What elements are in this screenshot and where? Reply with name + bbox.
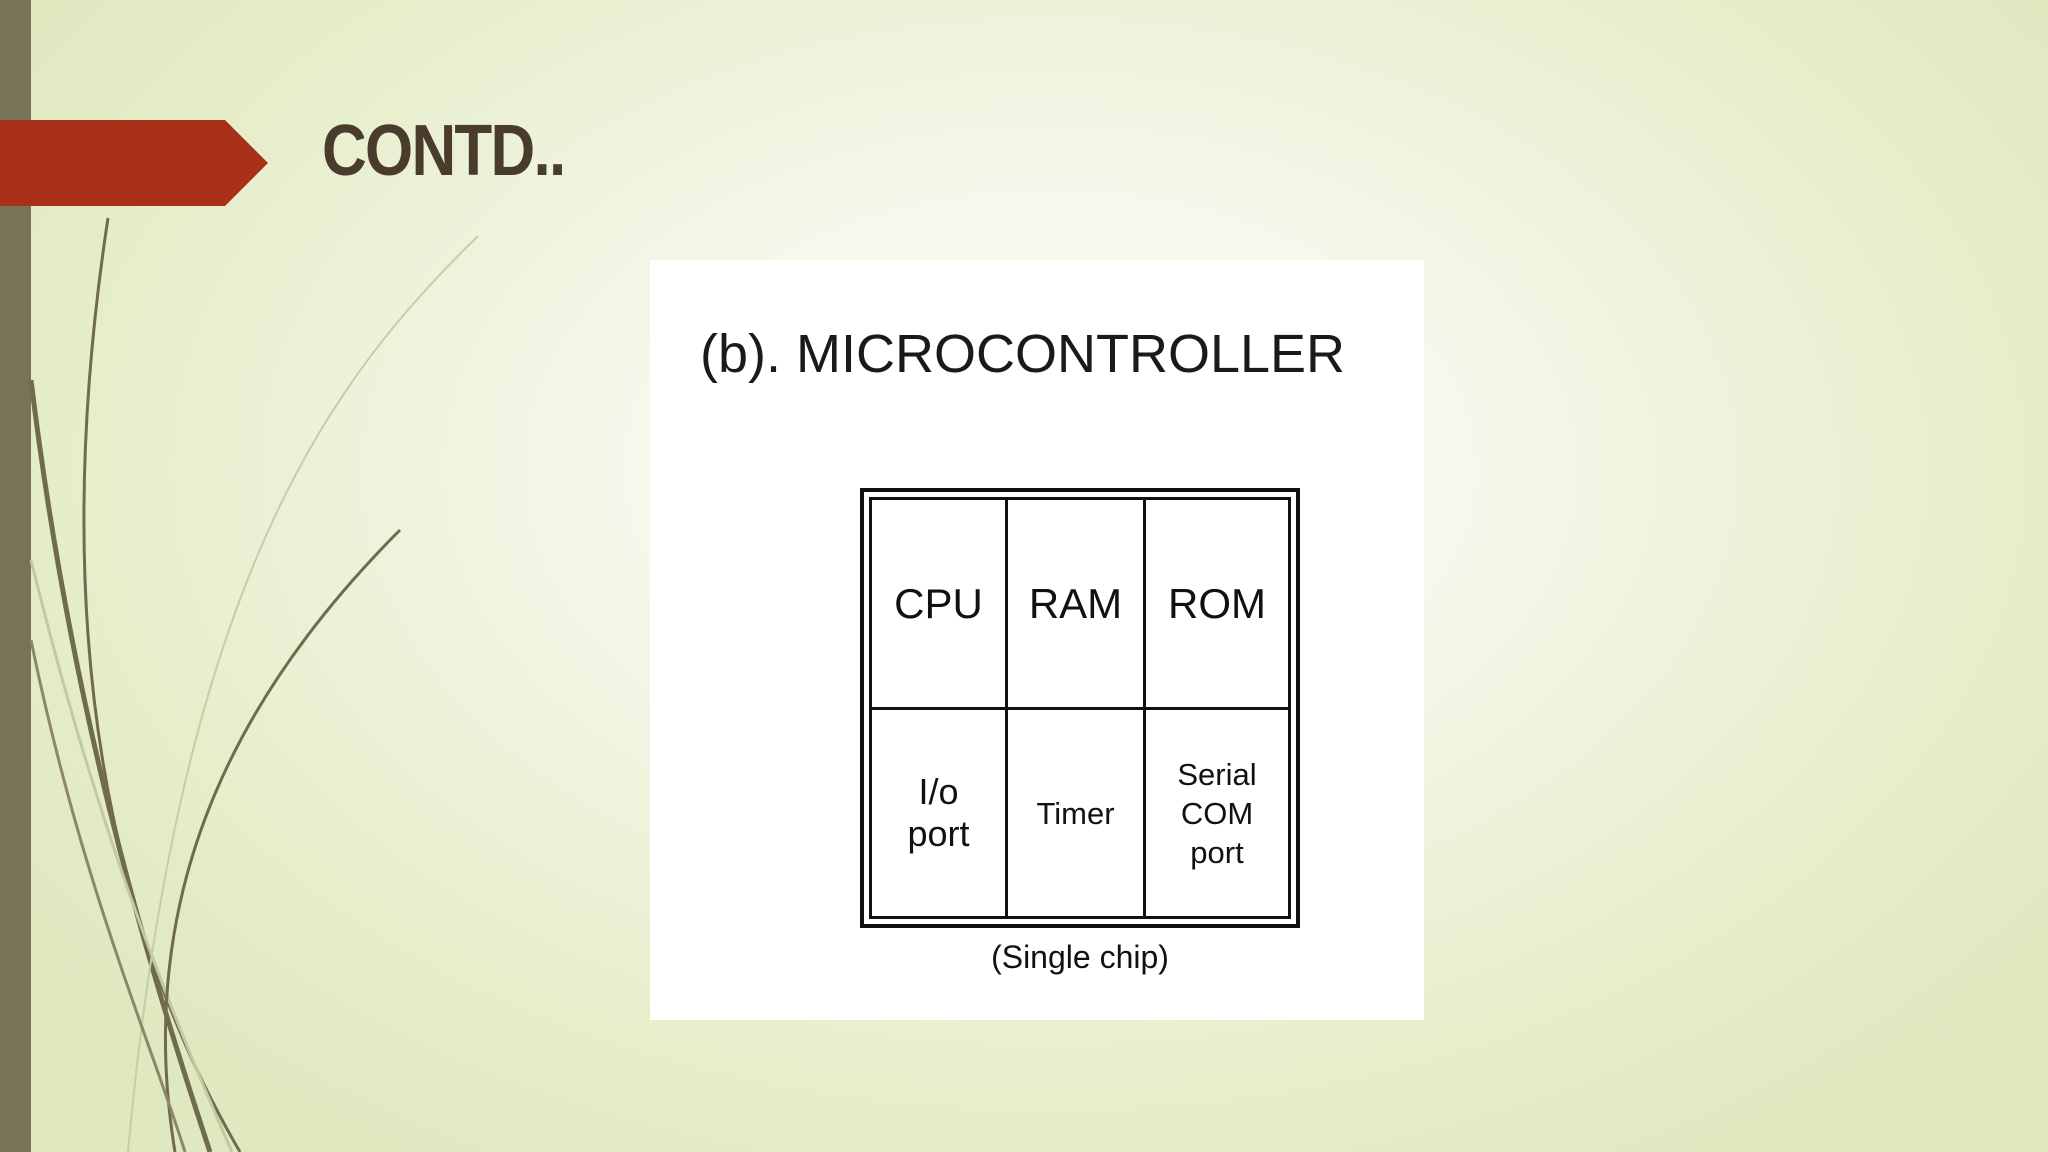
- chip-block-grid: CPU RAM ROM I/o port Timer Serial COM: [869, 497, 1291, 919]
- chip-outer-border: CPU RAM ROM I/o port Timer Serial COM: [860, 488, 1300, 928]
- slide-title: CONTD..: [322, 111, 566, 191]
- title-arrow-shape: [0, 120, 268, 206]
- figure-heading: (b). MICROCONTROLLER: [700, 324, 1346, 384]
- cpu-cell: CPU: [872, 500, 1008, 710]
- microcontroller-figure: (b). MICROCONTROLLER CPU RAM ROM I/o por…: [650, 260, 1424, 1020]
- serial-com-port-cell: Serial COM port: [1177, 756, 1257, 870]
- rom-cell: ROM: [1146, 500, 1288, 710]
- timer-cell: Timer: [1008, 710, 1146, 916]
- chip-caption: (Single chip): [991, 939, 1169, 975]
- ram-cell: RAM: [1008, 500, 1146, 710]
- decorative-grass-stems: [28, 217, 479, 1152]
- io-port-cell: I/o port: [872, 710, 1008, 916]
